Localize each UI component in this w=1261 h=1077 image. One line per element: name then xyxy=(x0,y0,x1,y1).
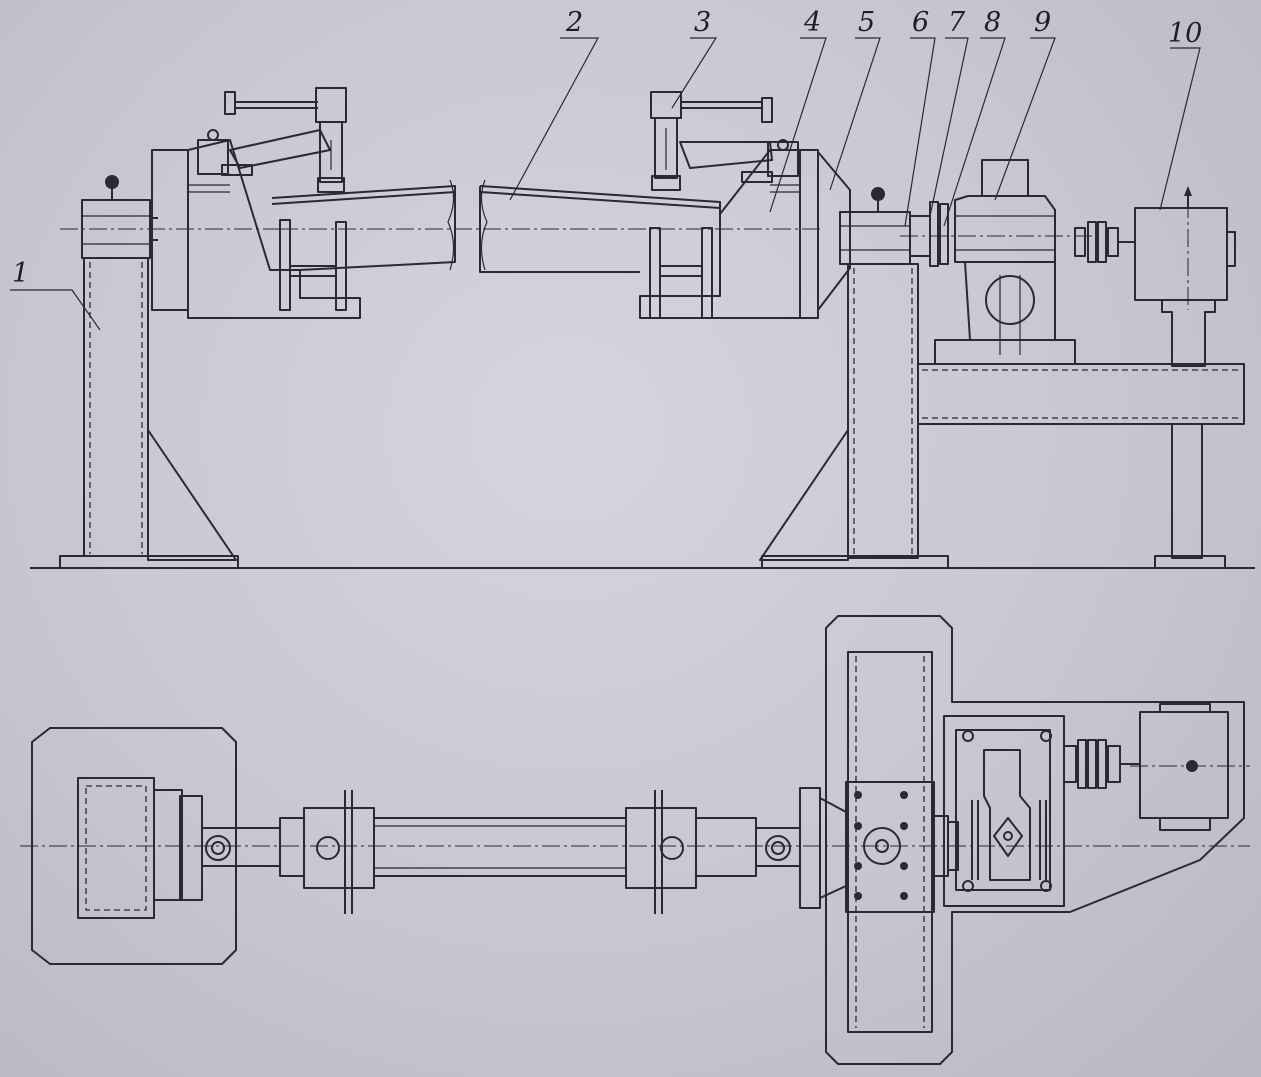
left-base-plate xyxy=(59,555,239,569)
callout-5: 5 xyxy=(858,7,875,38)
gearbox-output-bore xyxy=(985,275,1035,325)
left-gusset xyxy=(147,429,237,561)
callout-1: 1 xyxy=(12,258,29,289)
worm-shaft-diamond xyxy=(993,817,1023,857)
gearbox-mount xyxy=(934,339,1076,365)
faceplate-disk xyxy=(817,151,851,311)
left-column xyxy=(83,257,149,557)
right-base-outline xyxy=(825,615,1245,1065)
right-column-plan xyxy=(847,651,933,1033)
left-jaw-block xyxy=(197,139,229,175)
right-jaw-block xyxy=(767,141,799,177)
main-shaft-bore xyxy=(863,827,901,865)
callout-4: 4 xyxy=(803,7,821,38)
left-screw-clamp xyxy=(221,87,347,193)
gearbox-upper-body xyxy=(954,195,1056,263)
leader-5 xyxy=(829,37,881,191)
leader-4 xyxy=(769,37,827,213)
gearbox-top-cap xyxy=(981,159,1029,197)
right-stand xyxy=(759,187,949,569)
right-faceplate xyxy=(639,139,851,319)
right-base-plate xyxy=(761,555,949,569)
beam-left-part xyxy=(271,185,456,271)
callout-2: 2 xyxy=(565,7,583,38)
leader-10 xyxy=(1159,47,1201,211)
leader-1 xyxy=(10,289,101,331)
left-flange xyxy=(151,149,189,311)
callout-9: 9 xyxy=(1034,7,1051,38)
drive-train xyxy=(900,159,1135,365)
right-gusset xyxy=(759,429,849,561)
electric-motor xyxy=(1134,186,1236,367)
drive-support-frame xyxy=(917,363,1245,569)
callout-7: 7 xyxy=(948,7,966,38)
workpiece-beam xyxy=(271,179,820,319)
plan-view xyxy=(20,615,1250,1065)
support-leg xyxy=(1171,423,1203,559)
side-elevation xyxy=(30,87,1255,569)
callout-3: 3 xyxy=(694,7,711,38)
beam-right-part xyxy=(479,186,640,273)
right-screw-clamp xyxy=(650,91,773,191)
right-column xyxy=(847,263,919,559)
leader-2 xyxy=(509,37,600,201)
gearbox-lower-body xyxy=(964,261,1056,341)
gearbox-plan xyxy=(943,715,1065,907)
callout-8: 8 xyxy=(984,7,1001,38)
leader-6 xyxy=(904,37,936,227)
right-flange xyxy=(799,149,819,319)
left-base-outline xyxy=(31,727,237,965)
left-pivot-bolt xyxy=(205,835,231,861)
right-lubricator-knob xyxy=(871,187,885,201)
left-lubricator-knob xyxy=(105,175,119,189)
left-clamp-plan xyxy=(303,807,375,889)
left-stand xyxy=(59,175,239,569)
callout-leaders xyxy=(10,37,1201,331)
callout-10: 10 xyxy=(1168,18,1202,49)
motor-foot xyxy=(1161,300,1216,367)
leader-8 xyxy=(943,37,1006,227)
motor-plan xyxy=(1139,711,1229,819)
right-pivot-bolt xyxy=(765,835,791,861)
leader-9 xyxy=(994,37,1056,201)
leader-7 xyxy=(929,37,969,217)
callout-labels: 1 2 3 4 5 6 7 8 9 10 xyxy=(12,7,1202,289)
left-faceplate xyxy=(60,129,361,319)
support-beam xyxy=(917,363,1245,425)
callout-6: 6 xyxy=(912,7,929,38)
left-column-section xyxy=(77,777,155,919)
motor-body xyxy=(1134,207,1228,301)
leader-3 xyxy=(671,37,718,109)
left-clamp-body xyxy=(187,139,361,319)
right-clamp-body xyxy=(639,149,801,319)
